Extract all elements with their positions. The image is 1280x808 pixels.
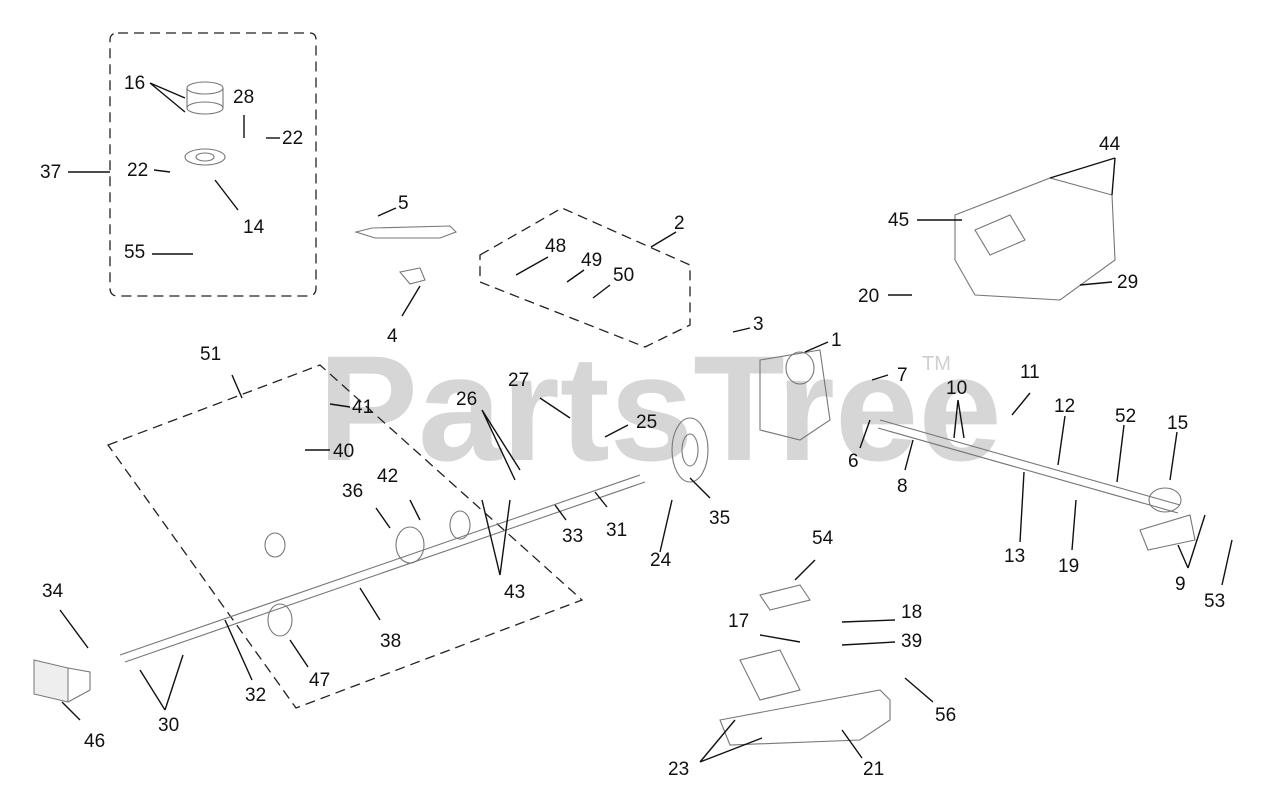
label-56: 56: [935, 705, 956, 726]
label-23: 23: [668, 759, 689, 780]
label-14: 14: [243, 217, 265, 238]
label-21: 21: [863, 759, 884, 780]
label-39: 39: [901, 631, 922, 652]
label-9: 9: [1175, 574, 1186, 595]
label-49: 49: [581, 250, 602, 271]
watermark: PartsTree: [318, 324, 1002, 492]
label-10: 10: [946, 378, 967, 399]
label-37: 37: [40, 162, 61, 183]
label-8: 8: [897, 476, 908, 497]
label-1: 1: [831, 330, 842, 351]
label-53: 53: [1204, 591, 1225, 612]
label-51: 51: [200, 344, 221, 365]
group-outline-2: [479, 207, 691, 348]
label-22-right: 22: [282, 128, 303, 149]
label-7: 7: [897, 365, 908, 386]
label-32: 32: [245, 685, 266, 706]
label-26: 26: [456, 389, 477, 410]
label-46: 46: [84, 731, 105, 752]
label-52: 52: [1115, 406, 1136, 427]
label-22-left: 22: [127, 160, 148, 181]
group-outline-51: [106, 364, 584, 709]
label-27: 27: [508, 370, 529, 391]
part-shapes: [33, 81, 1196, 746]
label-17: 17: [728, 611, 749, 632]
label-2: 2: [674, 213, 685, 234]
label-50: 50: [613, 265, 634, 286]
label-54: 54: [812, 528, 834, 549]
label-25: 25: [636, 412, 657, 433]
label-16: 16: [124, 73, 145, 94]
label-20: 20: [858, 286, 879, 307]
trademark: TM: [922, 353, 951, 375]
label-24: 24: [650, 550, 672, 571]
label-30: 30: [158, 715, 179, 736]
label-19: 19: [1058, 556, 1079, 577]
label-11: 11: [1020, 362, 1040, 383]
label-44: 44: [1099, 134, 1121, 155]
label-5: 5: [398, 193, 409, 214]
leader-lines: [59, 82, 1233, 763]
label-29: 29: [1117, 272, 1138, 293]
label-35: 35: [709, 508, 730, 529]
label-40: 40: [333, 441, 354, 462]
label-15: 15: [1167, 413, 1188, 434]
label-47: 47: [309, 670, 330, 691]
label-48: 48: [545, 236, 566, 257]
label-31: 31: [606, 520, 627, 541]
label-34: 34: [42, 581, 64, 602]
label-42: 42: [377, 466, 398, 487]
label-55: 55: [124, 242, 145, 263]
label-6: 6: [848, 451, 859, 472]
label-36: 36: [342, 481, 363, 502]
part-labels: 16 28 22 22 14 37 55 5 4 2 48 49 50 3 1 …: [40, 73, 1225, 780]
label-38: 38: [380, 631, 401, 652]
label-13: 13: [1004, 546, 1025, 567]
label-12: 12: [1054, 396, 1075, 417]
label-33: 33: [562, 526, 583, 547]
label-45: 45: [888, 210, 909, 231]
label-18: 18: [901, 602, 922, 623]
inset-box-37: [109, 32, 317, 297]
label-43: 43: [504, 582, 525, 603]
label-4: 4: [387, 326, 398, 347]
label-3: 3: [753, 314, 764, 335]
label-28: 28: [233, 87, 254, 108]
label-41: 41: [352, 397, 373, 418]
